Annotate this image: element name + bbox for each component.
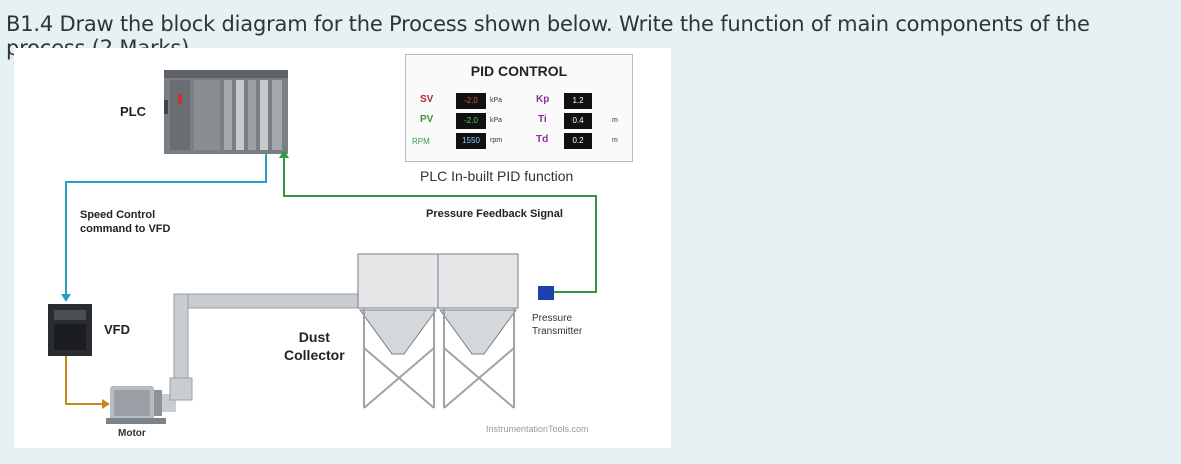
pv-unit: kPa	[490, 117, 503, 124]
pressure-transmitter-label: Pressure Transmitter	[532, 313, 583, 337]
td-value: 0.2	[564, 133, 592, 149]
pressure-feedback-line	[283, 156, 597, 293]
vfd-device-image	[48, 304, 92, 356]
plc-rack-image	[164, 70, 288, 154]
pressure-transmitter-icon	[538, 286, 554, 300]
sv-label: SV	[420, 94, 434, 105]
watermark-text: InstrumentationTools.com	[486, 424, 589, 434]
ti-unit: m	[612, 117, 618, 124]
plc-label: PLC	[120, 104, 146, 119]
pv-value: -2.0	[456, 113, 486, 129]
pid-title: PID CONTROL	[470, 63, 568, 79]
td-unit: m	[612, 137, 618, 144]
motor-image	[106, 386, 176, 424]
process-diagram-figure: PID CONTROL SV -2.0 kPa Kp 1.2 PV -2.0 k…	[14, 48, 671, 448]
rpm-label: RPM	[412, 137, 430, 146]
process-diagram-graphic	[48, 70, 597, 424]
rpm-value: 1550	[456, 133, 486, 149]
vfd-label: VFD	[104, 322, 130, 337]
kp-label: Kp	[536, 94, 550, 105]
pv-label: PV	[420, 114, 434, 125]
speed-control-label: Speed Control command to VFD	[80, 209, 171, 235]
pid-control-panel: PID CONTROL SV -2.0 kPa Kp 1.2 PV -2.0 k…	[405, 54, 633, 162]
ti-value: 0.4	[564, 113, 592, 129]
sv-value: -2.0	[456, 93, 486, 109]
td-label: Td	[536, 134, 549, 145]
rpm-unit: rpm	[490, 137, 503, 144]
sv-unit: kPa	[490, 97, 503, 104]
dust-collector-image	[357, 253, 519, 409]
speed-command-line	[65, 154, 267, 298]
vfd-motor-line	[65, 356, 104, 405]
dust-collector-label: Dust Collector	[284, 329, 345, 363]
pid-inbuilt-label: PLC In-built PID function	[420, 168, 574, 184]
pressure-feedback-label: Pressure Feedback Signal	[426, 208, 563, 220]
ti-label: Ti	[538, 114, 547, 125]
motor-label: Motor	[118, 428, 146, 439]
kp-value: 1.2	[564, 93, 592, 109]
